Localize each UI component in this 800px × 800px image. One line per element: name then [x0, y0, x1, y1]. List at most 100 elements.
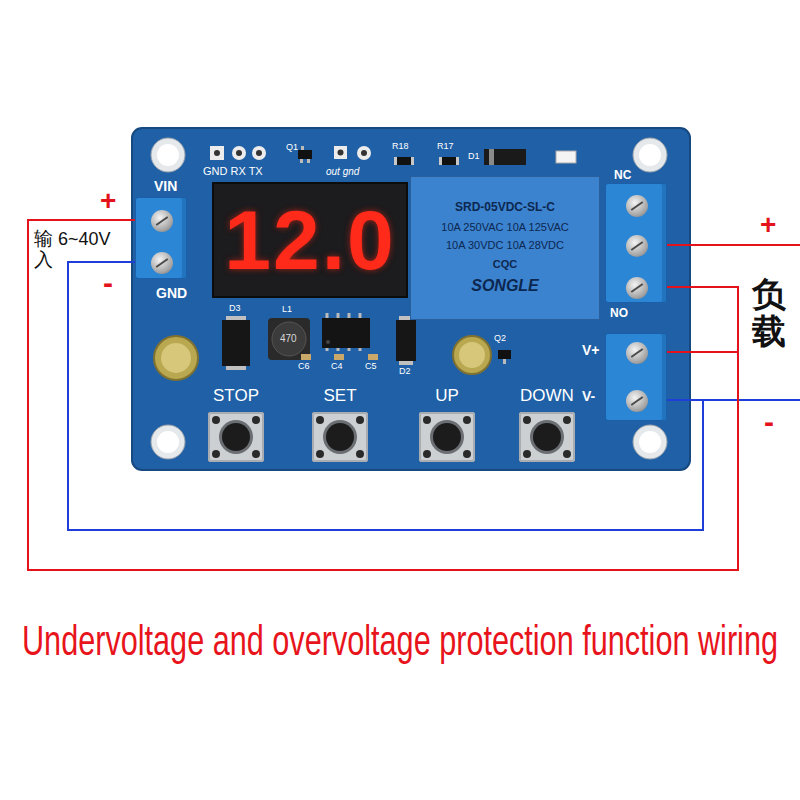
relay-marking: SONGLE: [471, 277, 539, 295]
load-label: 负载: [752, 276, 786, 351]
terminal-label: V-: [582, 389, 595, 404]
relay-body: SRD-05VDC-SL-C10A 250VAC 10A 125VAC10A 3…: [410, 176, 600, 320]
switch-corner: [212, 416, 220, 424]
terminal-label: GND: [156, 286, 187, 301]
mounting-hole: [151, 138, 667, 459]
push-button: STOP: [206, 386, 266, 462]
output-header: [334, 146, 371, 160]
switch-cap: [222, 423, 250, 451]
polarity-sign: +: [100, 186, 116, 217]
mounting-hole-ring: [633, 138, 667, 172]
polarity-sign: -: [764, 405, 774, 438]
switch-corner: [212, 450, 220, 458]
switch-corner: [356, 450, 364, 458]
diode-body: [222, 320, 250, 366]
switch-corner: [523, 450, 531, 458]
header-pad: [357, 146, 371, 160]
tactile-switch: [312, 412, 368, 462]
capacitor-can: [453, 336, 491, 374]
relay-marking: CQC: [493, 258, 517, 271]
terminal-screw: [626, 277, 648, 299]
polarity-sign: -: [103, 266, 113, 299]
screw-slot: [631, 201, 644, 211]
terminal-screw: [626, 342, 648, 364]
switch-corner: [423, 450, 431, 458]
switch-cap: [433, 423, 461, 451]
mounting-hole-ring: [151, 425, 185, 459]
screw-slot: [631, 283, 644, 293]
tactile-switch: [519, 412, 575, 462]
part-designator: D2: [399, 367, 411, 377]
diode-d2: [396, 316, 416, 365]
relay-marking: SRD-05VDC-SL-C: [455, 201, 555, 215]
part-designator: D3: [229, 304, 241, 314]
inductor-core: [272, 322, 306, 356]
input-label: 输入: [34, 229, 53, 271]
smd-leg: [503, 359, 506, 364]
button-label: STOP: [213, 386, 259, 406]
switch-corner: [523, 416, 531, 424]
push-button: UP: [417, 386, 477, 462]
mounting-hole-ring: [151, 138, 185, 172]
inductor-symbol: [268, 318, 310, 360]
ic-body: [322, 318, 370, 348]
mounting-hole-bore: [157, 431, 179, 453]
switch-corner: [252, 416, 260, 424]
screw-slot: [631, 348, 644, 358]
screw-slot: [156, 216, 169, 226]
switch-corner: [316, 450, 324, 458]
capacitor-body: [368, 354, 378, 360]
load-positive-wire: [667, 244, 800, 246]
wire: [667, 287, 738, 352]
power-terminal: V+V-: [605, 333, 667, 421]
part-designator: R18: [392, 142, 409, 152]
push-button: DOWN: [517, 386, 577, 462]
ic-dot: [326, 340, 330, 344]
header-hole: [236, 150, 242, 156]
voltage-range: 6~40V: [58, 230, 111, 250]
smd-body: [298, 150, 312, 159]
resistor-end: [439, 157, 459, 165]
tactile-switch: [208, 412, 264, 462]
terminal-label: NO: [610, 307, 628, 320]
mounting-hole-ring: [633, 425, 667, 459]
pcb-board: [132, 128, 690, 470]
terminal-screw: [626, 195, 648, 217]
part-designator: L1: [282, 305, 292, 315]
mounting-hole-bore: [639, 144, 661, 166]
terminal-screw: [626, 235, 648, 257]
caption: Undervoltage and overvoltage protection …: [22, 618, 778, 664]
relay-marking: 10A 250VAC 10A 125VAC: [441, 221, 568, 234]
smd-capacitor: [301, 354, 378, 360]
part-designator: C6: [298, 362, 310, 372]
input-terminal: VINGND: [135, 197, 187, 279]
button-label: SET: [323, 386, 356, 406]
ic-chip: [322, 313, 370, 351]
terminal-label: NC: [614, 169, 631, 182]
electrolytic-capacitor: [154, 336, 491, 380]
resistor-body: [397, 157, 411, 165]
resistor-symbol: [394, 157, 459, 165]
capacitor-body: [334, 354, 344, 360]
mounting-hole-bore: [639, 431, 661, 453]
screw-slot: [631, 241, 644, 251]
resistor-body: [442, 157, 456, 165]
resistor-end: [394, 157, 414, 165]
switch-corner: [463, 450, 471, 458]
terminal-screw: [151, 252, 173, 274]
switch-corner: [316, 416, 324, 424]
smd-body: [498, 350, 511, 359]
switch-cap: [533, 423, 561, 451]
switch-corner: [463, 416, 471, 424]
part-designator: Q1: [286, 143, 298, 153]
capacitor-can: [154, 336, 198, 380]
header-hole: [214, 150, 220, 156]
button-label: UP: [435, 386, 459, 406]
pin-label: out gnd: [326, 166, 359, 177]
switch-corner: [563, 450, 571, 458]
screw-slot: [631, 396, 644, 406]
screw-slot: [156, 258, 169, 268]
diode-d1: [484, 149, 526, 165]
part-designator: Q2: [494, 334, 506, 344]
